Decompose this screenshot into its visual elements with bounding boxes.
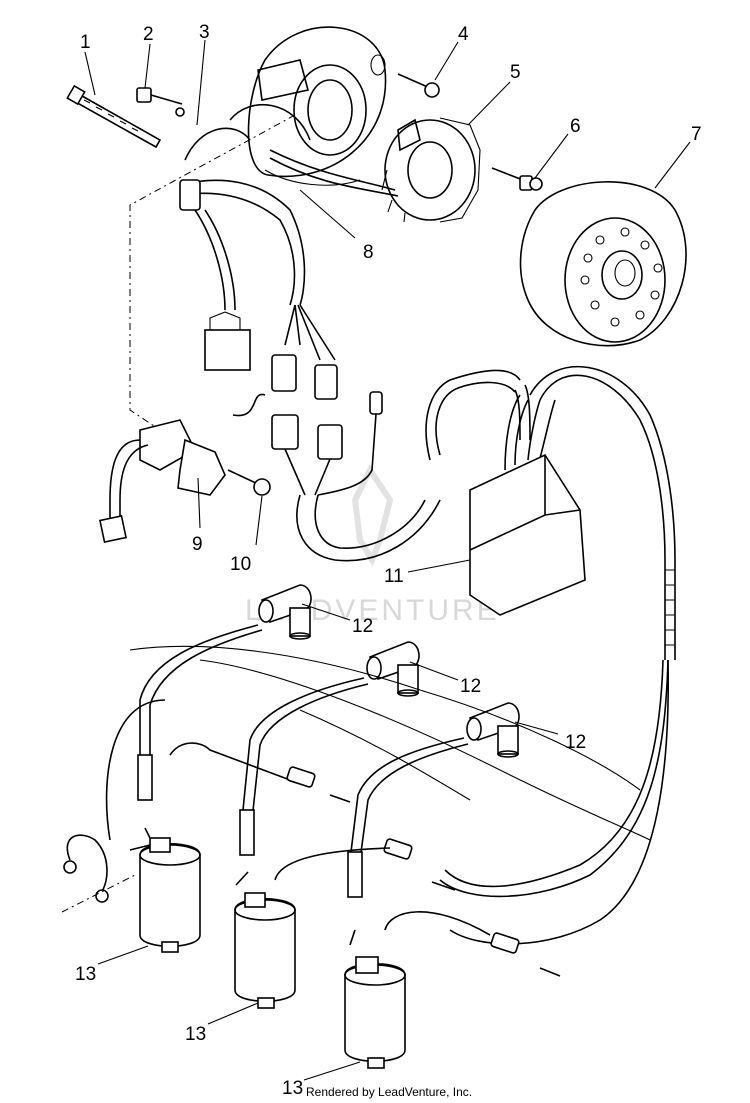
plug-cap-3	[466, 702, 520, 758]
screw-6	[491, 167, 543, 191]
screw-10	[227, 469, 271, 496]
ht-leads	[105, 624, 561, 977]
callout-12-c: 12	[565, 732, 586, 753]
callout-4: 4	[458, 24, 469, 45]
screw-4	[397, 73, 440, 98]
connector-pair	[271, 369, 531, 562]
earth-lead	[61, 834, 136, 913]
leader-line	[129, 114, 296, 431]
callout-7: 7	[691, 124, 702, 145]
callout-3: 3	[199, 22, 210, 43]
screw-2	[136, 87, 185, 117]
callout-12-a: 12	[352, 616, 373, 637]
callout-10: 10	[230, 554, 251, 575]
callout-leaders	[84, 39, 691, 1081]
flywheel	[519, 181, 687, 347]
footer-credit: Rendered by LeadVenture, Inc.	[306, 1085, 473, 1099]
engine-outline	[129, 645, 651, 841]
callout-13-c: 13	[282, 1078, 303, 1099]
stator-harness	[179, 179, 338, 417]
cable-tie	[66, 84, 162, 149]
callout-13-b: 13	[185, 1024, 206, 1045]
plug-cap-2	[366, 641, 420, 697]
ignition-coil-3	[344, 929, 406, 1069]
stator-plate	[184, 26, 387, 186]
callout-2: 2	[143, 24, 154, 45]
plug-cap-1	[258, 584, 312, 640]
callout-5: 5	[510, 62, 521, 83]
main-cable	[439, 365, 676, 945]
regulator	[469, 394, 586, 616]
callout-8: 8	[363, 242, 374, 263]
callout-labels: 1 2 3 4 5 6 7 8 9 10 11 12 12 12 13 13 1…	[75, 22, 702, 1099]
callout-6: 6	[570, 116, 581, 137]
stator-coil	[269, 117, 481, 223]
callout-9: 9	[192, 534, 203, 555]
callout-1: 1	[80, 32, 91, 53]
callout-13-a: 13	[75, 964, 96, 985]
ignition-coil-2	[234, 871, 296, 1009]
pulser-coil	[99, 419, 226, 543]
callout-11: 11	[384, 566, 404, 587]
ignition-coil-1	[129, 827, 201, 953]
callout-12-b: 12	[460, 676, 481, 697]
